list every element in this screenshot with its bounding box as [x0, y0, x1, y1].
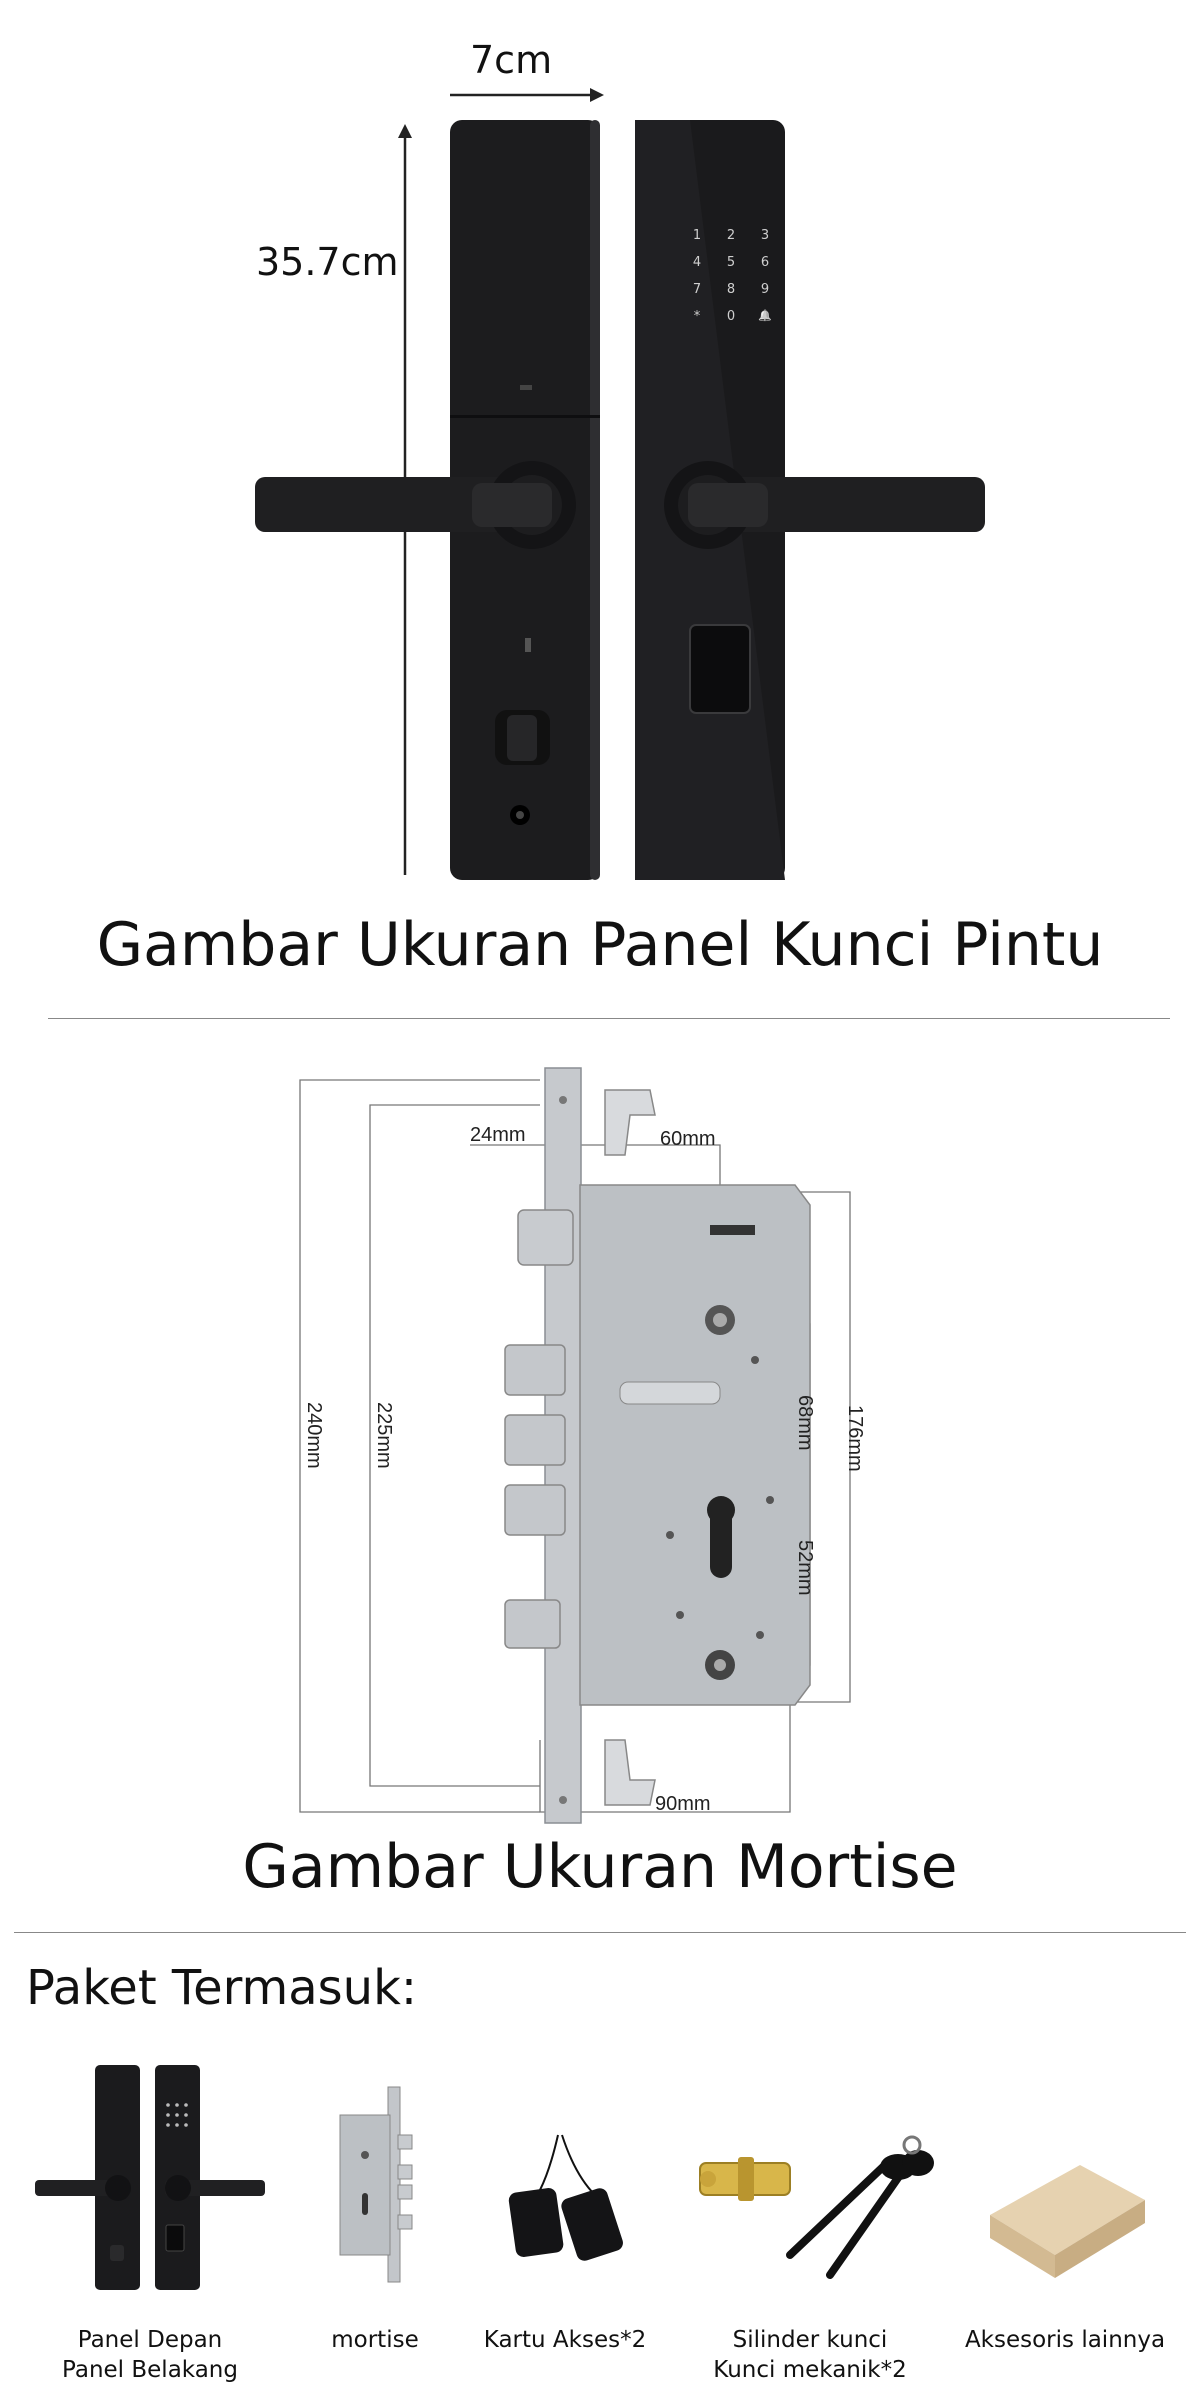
- height-label: 35.7cm: [256, 240, 399, 284]
- dim-225mm: 225mm: [373, 1402, 395, 1469]
- key-1: 1: [692, 228, 702, 243]
- mortise-size-title: Gambar Ukuran Mortise: [242, 1832, 958, 1902]
- item-caption-cylinder: Silinder kunci Kunci mekanik*2: [695, 2325, 925, 2385]
- item-caption-line: Panel Depan: [77, 2327, 223, 2353]
- panel-pair-icon: [35, 2065, 265, 2290]
- item-caption-line: Kunci mekanik*2: [713, 2357, 907, 2383]
- mortise-drawing: [299, 1067, 851, 1824]
- item-caption-line: Silinder kunci: [732, 2327, 888, 2353]
- rear-panel-image: [255, 120, 600, 880]
- width-arrow: [450, 88, 604, 102]
- panel-size-title: Gambar Ukuran Panel Kunci Pintu: [96, 910, 1104, 980]
- key-7: 7: [692, 282, 702, 297]
- package-title: Paket Termasuk:: [26, 1960, 418, 2016]
- key-8: 8: [726, 282, 736, 297]
- dim-240mm: 240mm: [303, 1402, 325, 1469]
- item-caption-panels: Panel Depan Panel Belakang: [30, 2325, 270, 2385]
- key-9: 9: [760, 282, 770, 297]
- divider-2: [14, 1932, 1186, 1933]
- bell-icon: 🔔: [758, 309, 772, 322]
- key-6: 6: [760, 255, 770, 270]
- dim-68mm: 68mm: [794, 1395, 816, 1451]
- key-3: 3: [760, 228, 770, 243]
- dim-90mm: 90mm: [655, 1793, 711, 1815]
- key-star: *: [693, 309, 701, 324]
- key-2: 2: [726, 228, 736, 243]
- item-caption-line: mortise: [331, 2327, 419, 2353]
- item-caption-cards: Kartu Akses*2: [470, 2325, 660, 2355]
- box-icon: [990, 2165, 1145, 2278]
- keypad: 1 2 3 4 5 6 7 8 9 * 0 🔔: [680, 228, 780, 324]
- access-card-icon: [508, 2134, 623, 2261]
- item-caption-line: Aksesoris lainnya: [964, 2327, 1166, 2353]
- key-4: 4: [692, 255, 702, 270]
- key-5: 5: [726, 255, 736, 270]
- dim-24mm: 24mm: [470, 1124, 526, 1146]
- item-caption-line: Panel Belakang: [62, 2357, 238, 2383]
- front-panel-image: [635, 120, 985, 880]
- mortise-icon: [339, 2086, 413, 2283]
- dim-52mm: 52mm: [794, 1540, 816, 1596]
- item-caption-accessories: Aksesoris lainnya: [950, 2325, 1180, 2355]
- item-caption-mortise: mortise: [300, 2325, 450, 2355]
- divider-1: [48, 1018, 1170, 1019]
- key-0: 0: [726, 309, 736, 324]
- item-caption-line: Kartu Akses*2: [483, 2327, 647, 2353]
- dim-60mm: 60mm: [660, 1128, 716, 1150]
- dim-176mm: 176mm: [844, 1405, 866, 1472]
- cylinder-key-icon: [699, 2135, 934, 2279]
- width-label: 7cm: [470, 38, 553, 82]
